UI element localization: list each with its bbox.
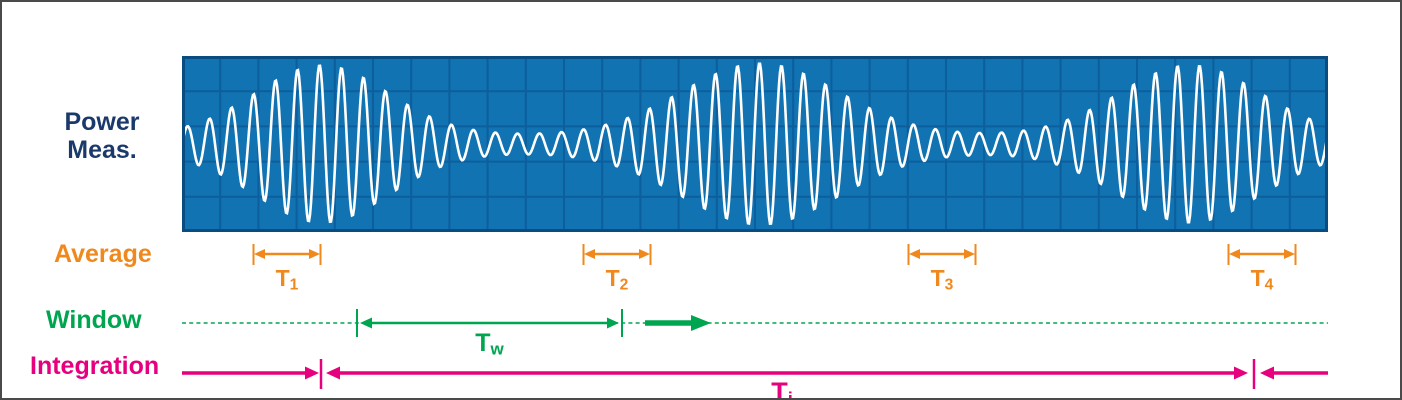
t1-left-arrowhead-icon <box>254 249 265 259</box>
t1-interval-arrow <box>252 244 322 265</box>
waveform <box>182 62 1328 226</box>
window-timeline <box>182 309 1328 337</box>
t4-left-arrowhead-icon <box>1229 249 1240 259</box>
ti-subscript: i <box>787 388 793 400</box>
average-label: Average <box>54 240 152 268</box>
t4-subscript: 4 <box>1264 276 1274 294</box>
t3-symbol: T <box>930 265 945 291</box>
tw-subscript: w <box>490 339 504 359</box>
t4-label: T4 <box>1227 265 1297 294</box>
tw-left-arrowhead-icon <box>360 317 372 329</box>
integration-lead-arrowhead-icon <box>305 366 319 380</box>
t2-left-arrowhead-icon <box>584 249 595 259</box>
t2-interval-arrow <box>582 244 652 265</box>
power-meas-label: Power Meas. <box>64 108 140 164</box>
t1-right-arrowhead-icon <box>309 249 320 259</box>
ti-right-arrowhead-icon <box>1234 366 1248 380</box>
t2-right-arrowhead-icon <box>639 249 650 259</box>
t1-label: T1 <box>252 265 322 294</box>
ti-symbol: T <box>771 377 788 400</box>
t4-right-arrowhead-icon <box>1284 249 1295 259</box>
ti-left-arrowhead-icon <box>326 366 340 380</box>
ti-label: Ti <box>602 377 962 400</box>
t1-symbol: T <box>275 265 290 291</box>
t3-label: T3 <box>907 265 977 294</box>
t3-interval-arrow <box>907 244 977 265</box>
window-shift-arrowhead-icon <box>691 315 711 331</box>
window-label: Window <box>46 306 142 334</box>
t3-left-arrowhead-icon <box>909 249 920 259</box>
integration-tail-arrowhead-icon <box>1260 366 1274 380</box>
t4-symbol: T <box>1250 265 1265 291</box>
scope-display <box>182 56 1328 232</box>
integration-timeline <box>182 359 1328 389</box>
integration-label: Integration <box>30 352 160 380</box>
t2-subscript: 2 <box>619 276 629 294</box>
scope-border <box>182 56 1328 232</box>
t2-symbol: T <box>605 265 620 291</box>
t2-label: T2 <box>582 265 652 294</box>
t3-subscript: 3 <box>944 276 954 294</box>
t1-subscript: 1 <box>289 276 299 294</box>
tw-label: Tw <box>357 329 622 360</box>
tw-symbol: T <box>475 329 491 357</box>
t4-interval-arrow <box>1227 244 1297 265</box>
t3-right-arrowhead-icon <box>964 249 975 259</box>
tw-right-arrowhead-icon <box>607 317 619 329</box>
